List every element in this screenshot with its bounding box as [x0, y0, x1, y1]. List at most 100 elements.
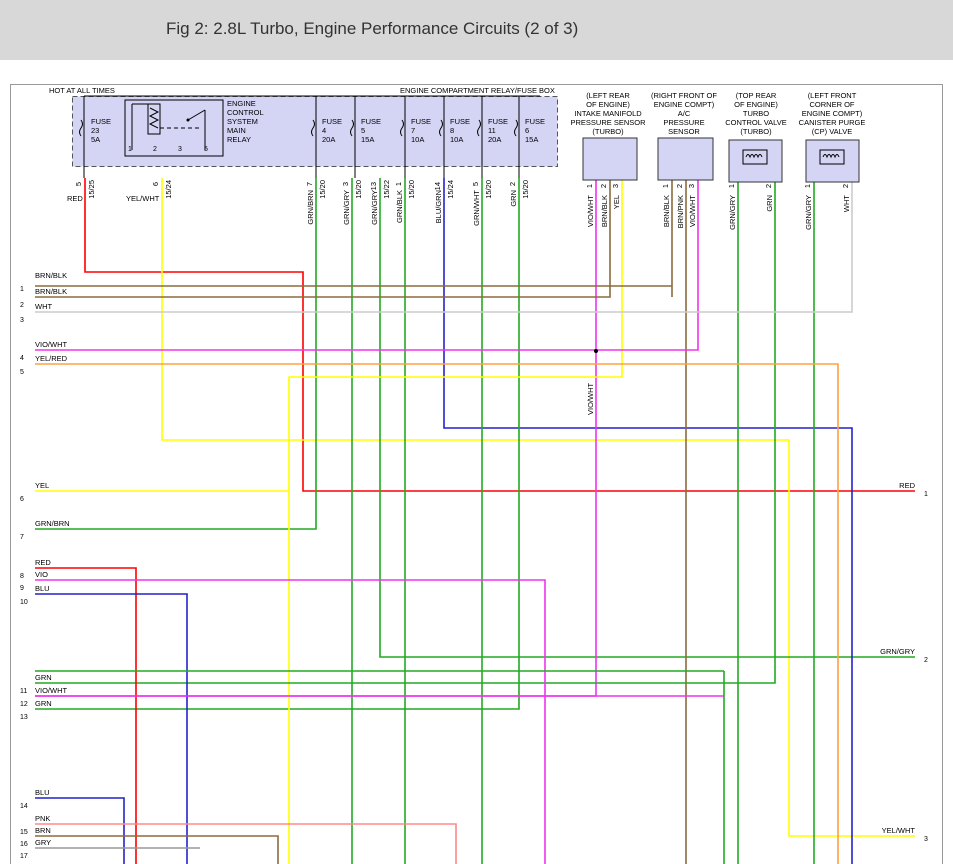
wire-blu-14 [35, 797, 125, 864]
component-pin-label: 1 [727, 184, 736, 188]
fuse-7-number: 7 [411, 126, 415, 135]
fuse-6-label: FUSE [525, 117, 545, 126]
left-wire-label: GRY [35, 838, 51, 847]
component-pin-label: 1 [585, 184, 594, 188]
relay-text-3: SYSTEM [227, 117, 258, 126]
turbo-control-valve-box [728, 139, 783, 183]
main-relay-outline [124, 99, 224, 157]
hot-at-all-times-label: HOT AT ALL TIMES [49, 86, 115, 95]
component-1-text-1: (LEFT REAR [586, 91, 630, 100]
left-circuit-number: 16 [20, 841, 28, 848]
component-1-text-3: INTAKE MANIFOLD [574, 109, 642, 118]
fuse-23-label: FUSE [91, 117, 111, 126]
component-pin-label: 2 [675, 184, 684, 188]
fuse-8-number: 8 [450, 126, 454, 135]
canister-purge-solenoid-icon [819, 149, 845, 165]
right-wire-label: GRN/GRY [880, 647, 915, 656]
diagram-border [10, 84, 943, 864]
wire-label-vertical: BLU/GRN [434, 190, 443, 223]
fuse-23-number: 23 [91, 126, 99, 135]
wire-grn-fuse6 [35, 178, 520, 710]
fuse-5-number: 5 [361, 126, 365, 135]
wiring-diagram: HOT AT ALL TIMES ENGINE COMPARTMENT RELA… [10, 84, 943, 864]
connector-label: 15/25 [87, 180, 96, 199]
pin-label: 3 [341, 182, 350, 186]
relay-pin-2: 2 [153, 146, 157, 153]
fuse-23-symbol-icon [79, 119, 83, 137]
left-circuit-number: 2 [20, 302, 24, 309]
ac-pressure-sensor-box [657, 137, 714, 181]
right-wire-label: RED [899, 481, 915, 490]
pin-label: 2 [508, 182, 517, 186]
wire-label-vertical: GRN/WHT [472, 190, 481, 226]
left-circuit-number: 10 [20, 599, 28, 606]
left-circuit-number: 5 [20, 369, 24, 376]
left-circuit-number: 15 [20, 829, 28, 836]
intake-manifold-pressure-sensor-box [582, 137, 638, 181]
main-relay: ENGINE CONTROL SYSTEM MAIN RELAY 1 2 3 5 [124, 99, 264, 157]
left-circuit-number: 11 [20, 688, 27, 695]
wire-label-vertical: GRN/BRN [306, 190, 315, 225]
pin-label: 5 [471, 182, 480, 186]
fuse-4-symbol-icon [311, 119, 315, 137]
pin-label: 14 [433, 182, 442, 190]
splice-dot [594, 349, 598, 353]
component-wire-label: VIO/WHT [586, 195, 595, 227]
wire-brn-blk-map [35, 180, 611, 298]
relay-text-5: RELAY [227, 135, 251, 144]
wire-label-vertical: GRN/GRY [342, 190, 351, 225]
wire-yel-red [35, 363, 839, 864]
left-circuit-number: 17 [20, 853, 28, 860]
wire-grn-brn [35, 178, 317, 530]
connector-label: 15/20 [318, 180, 327, 199]
fuse-11-symbol-icon [477, 119, 481, 137]
wire-blu-grn [443, 178, 853, 864]
left-circuit-number: 14 [20, 803, 28, 810]
fuse-4-number: 4 [322, 126, 326, 135]
pin-label: 13 [369, 182, 378, 190]
right-circuit-number: 2 [924, 657, 928, 664]
turbo-control-valve-solenoid-icon [742, 149, 768, 165]
fuse-23-amperage: 5A [91, 135, 100, 144]
wire-red-relay [84, 178, 915, 492]
fuse-6-symbol-icon [514, 119, 518, 137]
left-circuit-number: 3 [20, 317, 24, 324]
left-circuit-number: 13 [20, 714, 28, 721]
relay-text-1: ENGINE [227, 99, 256, 108]
connector-label: 15/24 [164, 180, 173, 199]
component-pin-label: 2 [764, 184, 773, 188]
relay-text-2: CONTROL [227, 108, 264, 117]
wire-label-vio-wht-mid: VIO/WHT [586, 383, 595, 415]
wire-wht-cp [35, 180, 853, 313]
right-wire-label: YEL/WHT [882, 826, 916, 835]
component-1-text-4: PRESSURE SENSOR [570, 118, 646, 127]
left-wire-label: YEL [35, 481, 49, 490]
component-wire-label: GRN [765, 195, 774, 212]
left-wire-label: VIO/WHT [35, 686, 67, 695]
component-wire-label: BRN/PNK [676, 195, 685, 228]
left-circuit-number: 9 [20, 585, 24, 592]
wire-grn-tcv [35, 180, 776, 684]
left-wire-label: WHT [35, 302, 52, 311]
component-1-text-2: OF ENGINE) [586, 100, 630, 109]
wire-grn-gry-b [379, 178, 915, 658]
component-2-text-2: ENGINE COMPT) [654, 100, 715, 109]
component-wire-label: YEL [612, 195, 621, 209]
wire-vio-9 [35, 579, 546, 864]
component-wire-label: VIO/WHT [688, 195, 697, 227]
component-pin-label: 3 [687, 184, 696, 188]
left-wire-label: VIO [35, 570, 48, 579]
component-2-text-3: A/C [678, 109, 691, 118]
wire-blu-10 [35, 593, 188, 864]
wire-label-vertical: GRN/GRY [370, 190, 379, 225]
left-wire-label: PNK [35, 814, 50, 823]
wire-label-vertical: GRN [509, 190, 518, 207]
relay-text-4: MAIN [227, 126, 246, 135]
fuse-11-number: 11 [488, 126, 496, 135]
pin-label: 7 [305, 182, 314, 186]
component-pin-label: 1 [803, 184, 812, 188]
left-wire-label: GRN [35, 699, 52, 708]
component-3-text-3: TURBO [743, 109, 769, 118]
pin-label: 1 [394, 182, 403, 186]
left-wire-label: BRN [35, 826, 51, 835]
